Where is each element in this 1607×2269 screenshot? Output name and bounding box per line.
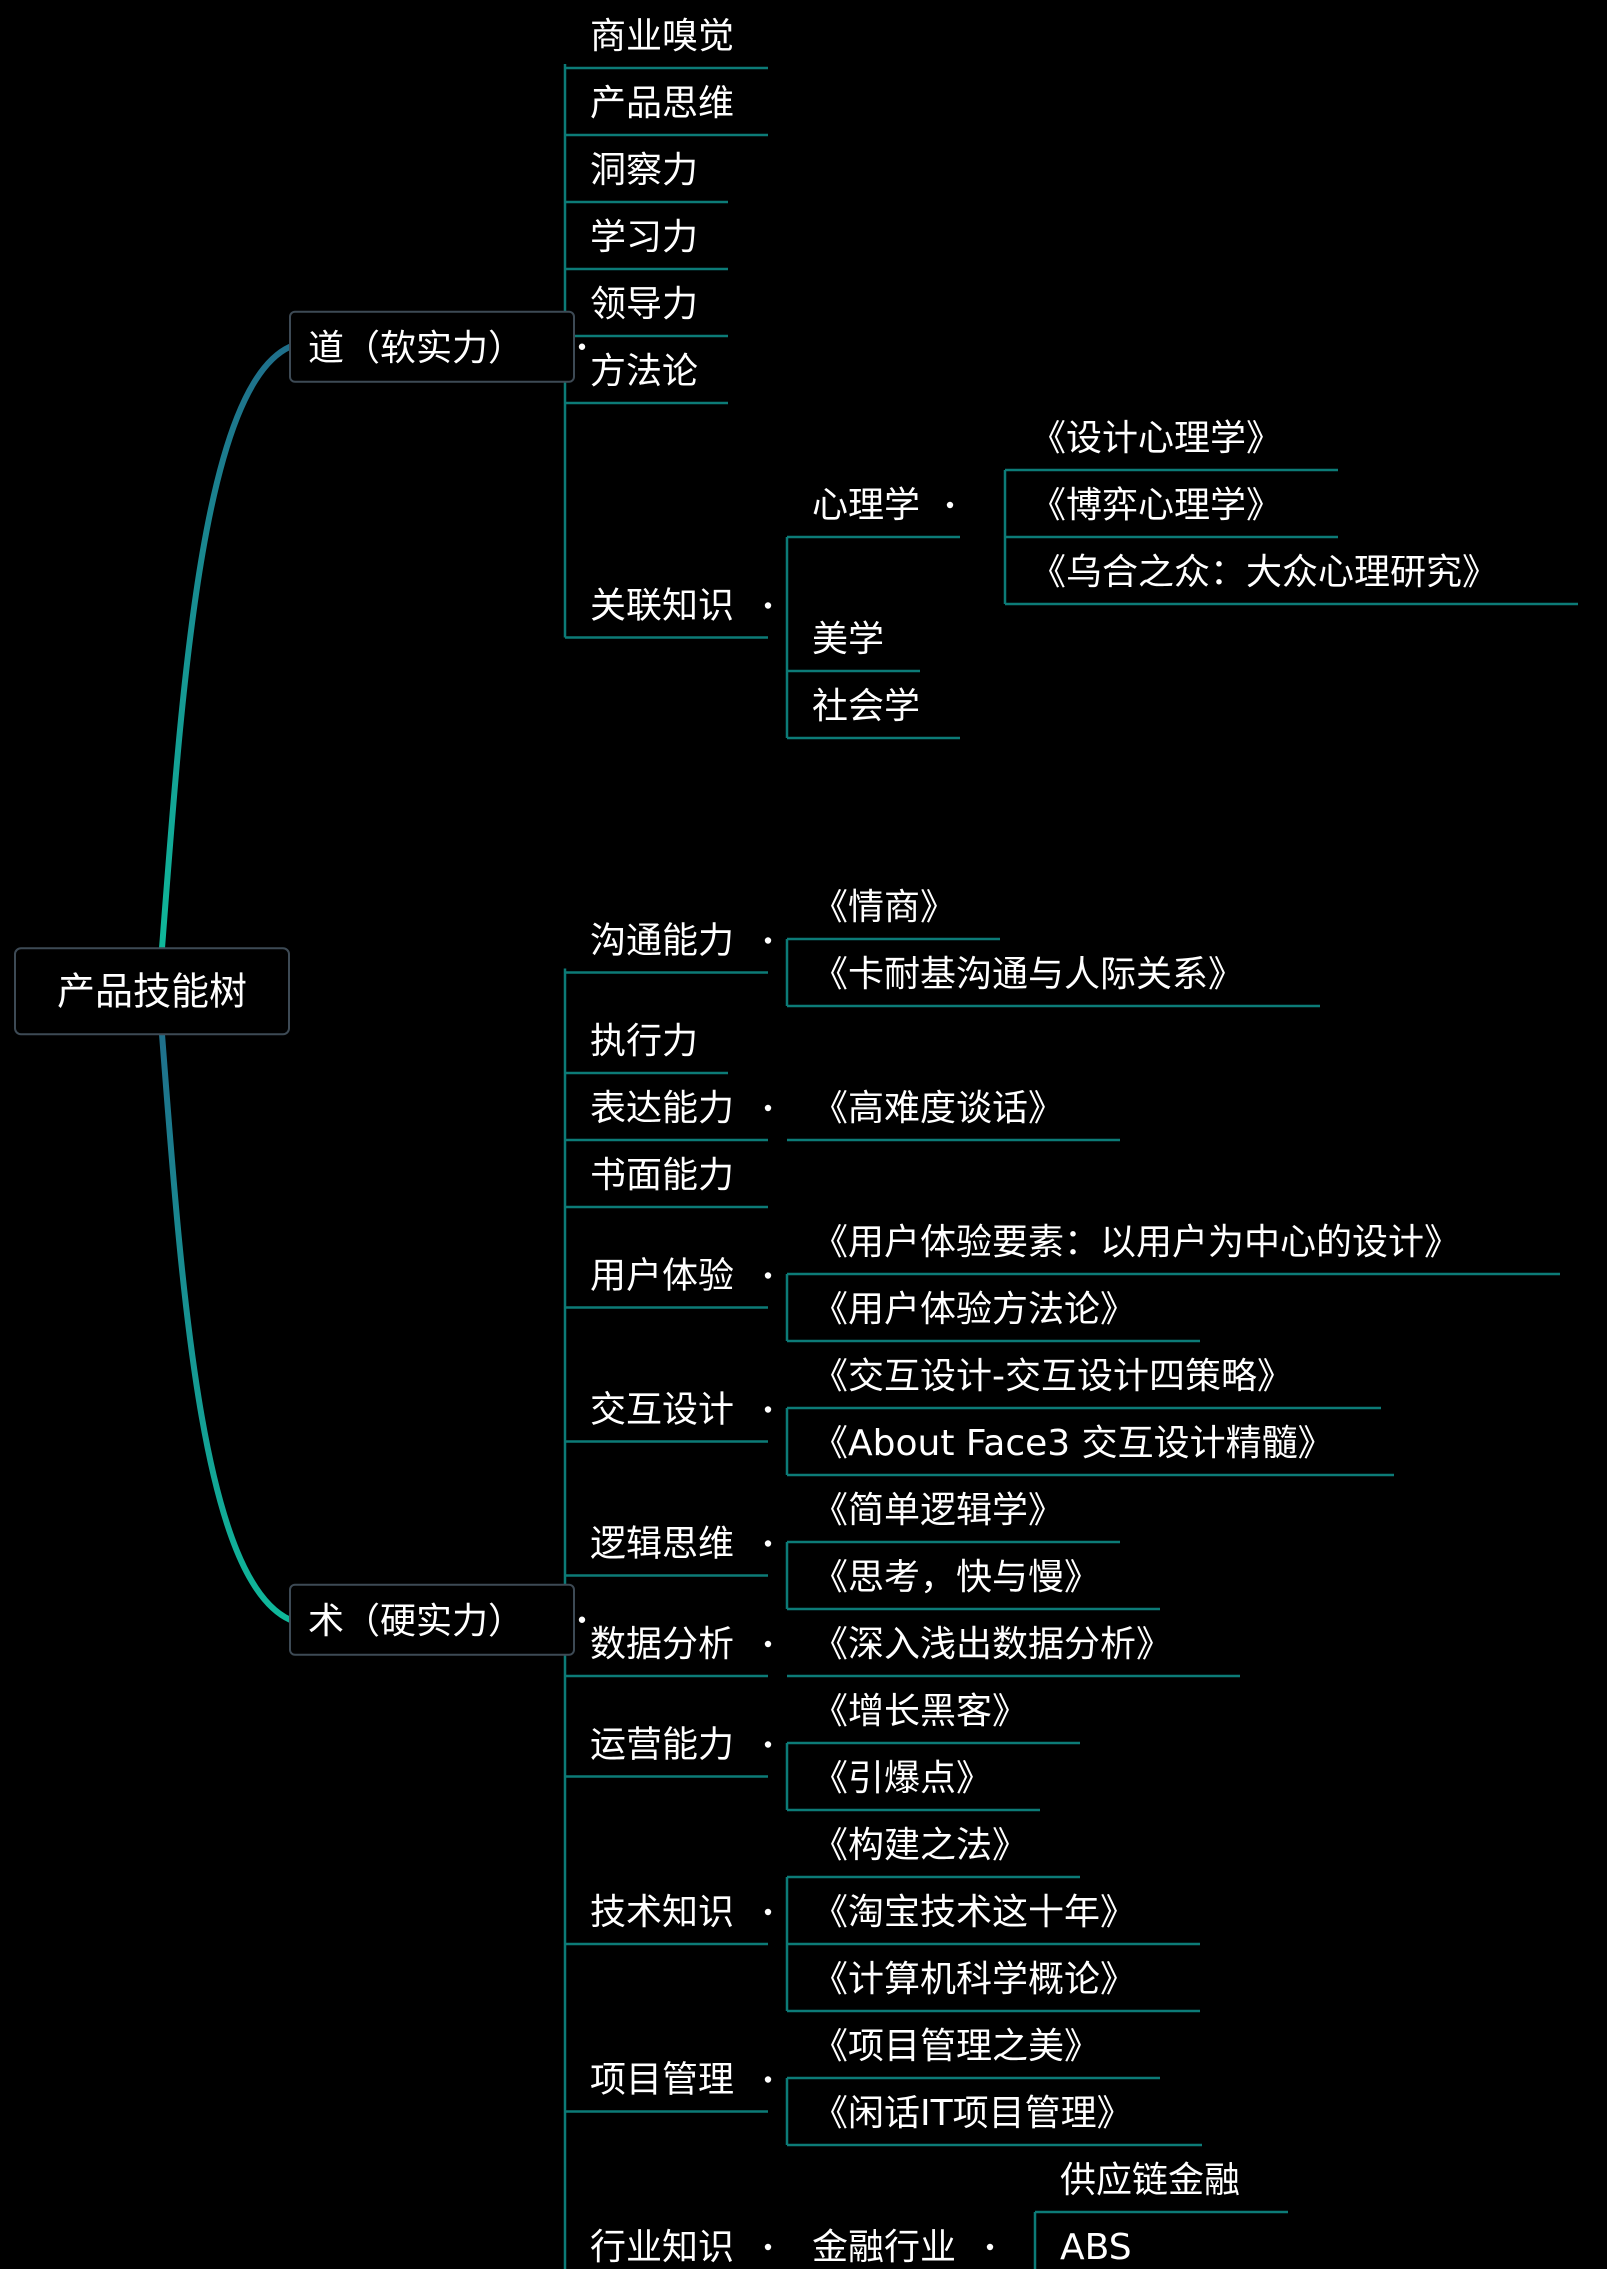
node-1-7-1-dot: [946, 501, 954, 509]
node-1-5[interactable]: 领导力: [590, 284, 698, 325]
node-2-3[interactable]: 表达能力: [590, 1088, 734, 1129]
branch-dot-2: [578, 1616, 586, 1623]
node-2-5-1[interactable]: 《用户体验要素：以用户为中心的设计》: [812, 1222, 1460, 1263]
node-2-2[interactable]: 执行力: [590, 1021, 698, 1062]
branch-node-label-2: 术（硬实力）: [308, 1601, 524, 1642]
node-2-6-2[interactable]: 《About Face3 交互设计精髓》: [812, 1423, 1334, 1464]
node-1-6[interactable]: 方法论: [590, 351, 698, 392]
root-node-label: 产品技能树: [57, 969, 247, 1013]
node-2-12[interactable]: 行业知识: [590, 2227, 734, 2268]
node-2-6-1[interactable]: 《交互设计-交互设计四策略》: [812, 1356, 1293, 1397]
node-2-11-1[interactable]: 《项目管理之美》: [812, 2026, 1100, 2067]
branch-node-box-2[interactable]: [289, 1583, 575, 1656]
node-1-7-1[interactable]: 心理学: [812, 485, 920, 526]
node-2-9[interactable]: 运营能力: [590, 1725, 734, 1766]
node-2-5-dot: [764, 1272, 772, 1279]
node-2-1-2[interactable]: 《卡耐基沟通与人际关系》: [812, 954, 1244, 995]
node-2-9-2[interactable]: 《引爆点》: [812, 1758, 992, 1799]
node-2-10-3[interactable]: 《计算机科学概论》: [812, 1959, 1136, 2000]
node-1-7[interactable]: 关联知识: [590, 586, 734, 627]
node-2-5-2[interactable]: 《用户体验方法论》: [812, 1289, 1136, 1330]
node-2-12-dot: [764, 2243, 772, 2251]
node-2-1-dot: [764, 937, 772, 944]
node-2-12-1-dot: [986, 2243, 994, 2251]
node-2-1-1[interactable]: 《情商》: [812, 887, 956, 928]
node-2-8-1[interactable]: 《深入浅出数据分析》: [812, 1624, 1172, 1665]
node-2-7-dot: [764, 1540, 772, 1547]
node-1-7-3[interactable]: 社会学: [812, 686, 920, 727]
node-1-1[interactable]: 商业嗅觉: [590, 16, 734, 57]
node-1-7-1-1[interactable]: 《设计心理学》: [1030, 418, 1282, 459]
node-2-4[interactable]: 书面能力: [590, 1155, 734, 1196]
node-2-11-2[interactable]: 《闲话IT项目管理》: [812, 2093, 1133, 2134]
node-1-7-1-2[interactable]: 《博弈心理学》: [1030, 485, 1282, 526]
node-2-6[interactable]: 交互设计: [590, 1390, 734, 1431]
node-2-3-dot: [764, 1104, 772, 1112]
node-1-4[interactable]: 学习力: [590, 217, 698, 258]
node-2-10-1[interactable]: 《构建之法》: [812, 1825, 1028, 1866]
node-2-7-2[interactable]: 《思考，快与慢》: [812, 1557, 1100, 1598]
node-2-8-dot: [764, 1640, 772, 1648]
connector-layer: [159, 64, 1578, 2269]
branch-dot-1: [578, 343, 586, 350]
node-2-10-dot: [764, 1908, 772, 1916]
node-2-12-1[interactable]: 金融行业: [812, 2227, 956, 2268]
root-curve-1: [159, 343, 293, 952]
node-2-10[interactable]: 技术知识: [590, 1892, 734, 1933]
branch-node-label-1: 道（软实力）: [308, 328, 524, 369]
root-node-box[interactable]: [14, 947, 290, 1036]
node-2-9-dot: [764, 1741, 772, 1748]
node-1-7-2[interactable]: 美学: [812, 619, 884, 660]
node-2-6-dot: [764, 1406, 772, 1413]
root-curve-2: [159, 1031, 293, 1623]
node-2-7[interactable]: 逻辑思维: [590, 1524, 734, 1565]
node-2-7-1[interactable]: 《简单逻辑学》: [812, 1490, 1064, 1531]
node-2-12-1-2[interactable]: ABS: [1060, 2227, 1132, 2268]
node-2-11[interactable]: 项目管理: [590, 2060, 734, 2101]
node-2-10-2[interactable]: 《淘宝技术这十年》: [812, 1892, 1136, 1933]
node-2-8[interactable]: 数据分析: [590, 1624, 734, 1665]
node-1-7-dot: [764, 602, 772, 609]
branch-node-box-1[interactable]: [289, 310, 575, 383]
node-2-9-1[interactable]: 《增长黑客》: [812, 1691, 1028, 1732]
node-2-5[interactable]: 用户体验: [590, 1256, 734, 1297]
node-1-3[interactable]: 洞察力: [590, 150, 698, 191]
node-2-3-1[interactable]: 《高难度谈话》: [812, 1088, 1064, 1129]
node-1-2[interactable]: 产品思维: [590, 83, 734, 124]
node-2-1[interactable]: 沟通能力: [590, 921, 734, 962]
node-2-12-1-1[interactable]: 供应链金融: [1060, 2160, 1240, 2201]
node-2-11-dot: [764, 2076, 772, 2083]
node-1-7-1-3[interactable]: 《乌合之众：大众心理研究》: [1030, 552, 1498, 593]
